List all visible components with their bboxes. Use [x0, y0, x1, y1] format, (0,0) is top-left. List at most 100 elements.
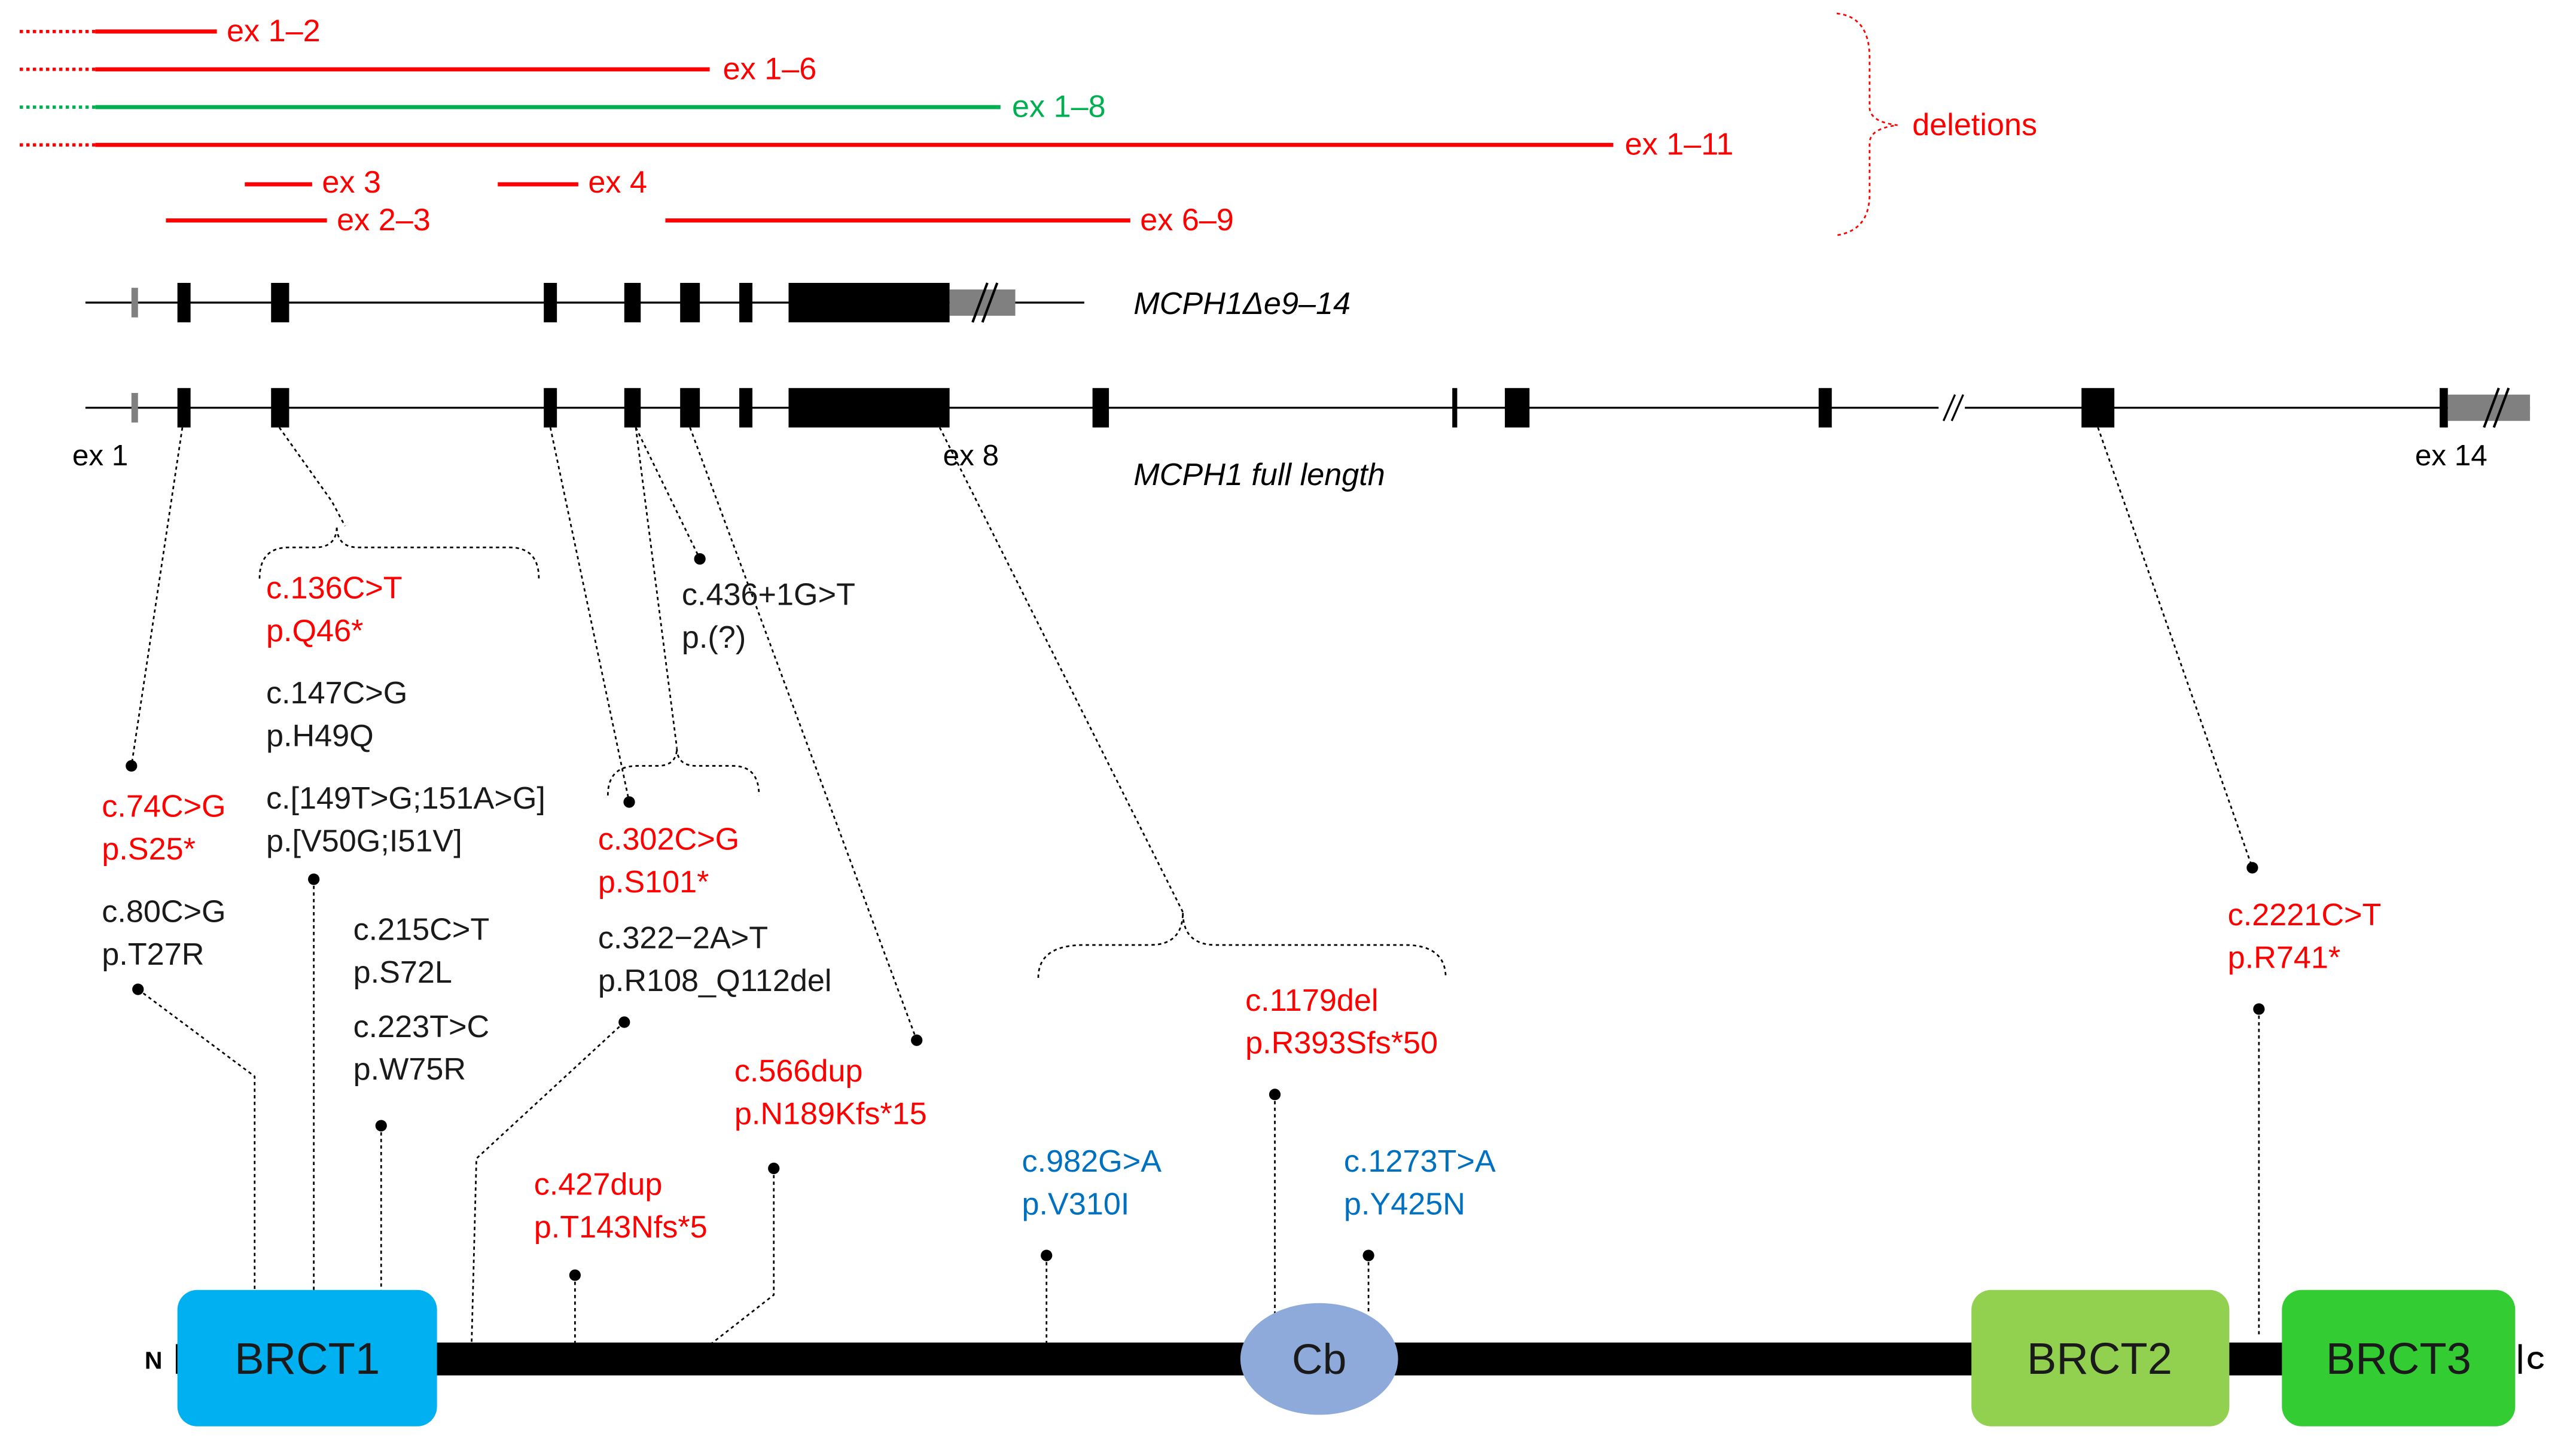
variant-v147-protein: p.H49Q [266, 719, 374, 754]
full-exon-5 [624, 388, 641, 428]
variant-v2221-protein: p.R741* [2228, 940, 2341, 975]
delta-break-mark-2 [981, 282, 999, 323]
variant-v436: c.436+1G>T p.(?) [682, 577, 864, 654]
dot-v566-label [768, 1162, 780, 1175]
variant-v1179: c.1179del p.R393Sfs*50 [1245, 983, 1438, 1060]
deletion-ex1-2-label: ex 1–2 [227, 14, 321, 48]
full-exon-8 [788, 388, 950, 428]
connector-v80-protein [137, 989, 256, 1298]
dot-v982-label [1041, 1249, 1053, 1261]
variant-v322-protein: p.R108_Q112del [598, 964, 832, 998]
domain-brct3-label: BRCT3 [2326, 1334, 2471, 1383]
dot-v1179-label [1269, 1089, 1281, 1101]
full-intron-break-2 [1950, 394, 1964, 422]
variant-v566-protein: p.N189Kfs*15 [734, 1096, 927, 1131]
domain-brct3 [2282, 1290, 2516, 1426]
variant-v223-cdna: c.223T>C [353, 1010, 490, 1044]
variant-v80-protein: p.T27R [102, 937, 204, 972]
connector-v322-protein [470, 1022, 625, 1348]
variant-v149: c.[149T>G;151A>G] p.[V50G;I51V] [266, 781, 554, 858]
variant-v1273-protein: p.Y425N [1344, 1187, 1465, 1221]
deletion-ex3-label: ex 3 [322, 165, 381, 200]
dot-v436 [694, 553, 706, 565]
variant-v322: c.322−2A>T p.R108_Q112del [598, 920, 832, 998]
variant-v302-protein: p.S101* [598, 865, 709, 900]
dot-v149-label [308, 873, 320, 885]
full-exon-3 [271, 388, 289, 428]
dot-v80-label [132, 983, 144, 995]
brace-v1179-group [1037, 912, 1447, 978]
deletions-label: deletions [1912, 108, 2037, 142]
full-end-break-1 [2483, 388, 2500, 428]
variant-v982: c.982G>A p.V310I [1022, 1144, 1170, 1221]
variant-v302-cdna: c.302C>G [598, 822, 739, 857]
full-intron-break-1 [1942, 394, 1956, 422]
delta-exon-4 [544, 282, 557, 322]
variant-v427: c.427dup p.T143Nfs*5 [534, 1167, 708, 1244]
dot-v427-label [569, 1269, 581, 1281]
dot-v2221-label [2253, 1003, 2265, 1015]
dot-v566 [911, 1034, 923, 1046]
variant-v147-cdna: c.147C>G [266, 676, 407, 711]
delta-break-mark-1 [971, 282, 989, 323]
delta-exon-3 [271, 282, 289, 322]
variant-v74: c.74C>G p.S25* [102, 789, 234, 867]
connector-v566-protein [706, 1168, 775, 1348]
dot-v2221 [2246, 862, 2258, 874]
variant-v136-cdna: c.136C>T [266, 571, 403, 605]
variant-v2221: c.2221C>T p.R741* [2228, 898, 2390, 975]
full-transcript-label: MCPH1 full length [1133, 458, 1385, 492]
connector-ex3-brace [278, 426, 346, 527]
full-exon-6 [680, 388, 700, 428]
variant-v136-protein: p.Q46* [266, 614, 363, 648]
variant-v566-cdna: c.566dup [734, 1054, 863, 1089]
domain-brct2-label: BRCT2 [2027, 1334, 2172, 1383]
deletion-ex6-9-label: ex 6–9 [1140, 203, 1234, 237]
full-exon-9 [1092, 388, 1109, 428]
full-exon-11 [1505, 388, 1530, 428]
full-exon-1 [131, 393, 138, 423]
connector-ex5-brace [635, 427, 678, 748]
delta-exon-2 [177, 282, 191, 322]
deletion-ex1-8-label: ex 1–8 [1012, 90, 1106, 124]
c-terminus-label: C [2527, 1347, 2545, 1374]
dot-v322-label [618, 1016, 630, 1028]
variant-v136: c.136C>T p.Q46* [266, 571, 411, 648]
exon-connectors [130, 426, 2254, 1041]
variant-v982-cdna: c.982G>A [1022, 1144, 1162, 1179]
brace-v302-group [606, 748, 760, 795]
dot-v223-label [375, 1120, 387, 1132]
full-exon-4 [544, 388, 557, 428]
n-terminus-label: N [145, 1347, 163, 1374]
protein-schematic: N C BRCT1 Cb BRCT2 BRCT3 [145, 1290, 2545, 1426]
domain-brct1-label: BRCT1 [234, 1334, 380, 1383]
delta-exon-1 [131, 288, 138, 318]
variant-v149-protein: p.[V50G;I51V] [266, 824, 462, 858]
deletion-ex4-label: ex 4 [588, 165, 647, 200]
connector-ex8-v1179 [938, 427, 1184, 913]
dot-v302 [623, 796, 635, 808]
full-exon-12 [1818, 388, 1832, 428]
full-exon-2 [177, 388, 191, 428]
delta-exon-8-cds [788, 282, 950, 322]
variant-v80: c.80C>G p.T27R [102, 894, 234, 971]
variant-v982-protein: p.V310I [1022, 1187, 1130, 1221]
variant-labels: c.74C>G p.S25* c.80C>G p.T27R c.136C>T p… [102, 571, 2390, 1245]
delta-exon-6 [680, 282, 700, 322]
variant-v1179-protein: p.R393Sfs*50 [1245, 1026, 1438, 1060]
variant-v223: c.223T>C p.W75R [353, 1010, 498, 1087]
variant-v215-cdna: c.215C>T [353, 913, 490, 947]
variant-v302: c.302C>G p.S101* [598, 822, 748, 900]
connector-ex2-v74 [130, 427, 184, 766]
full-exon-14-cds [2440, 388, 2448, 428]
protein-connectors [137, 879, 2260, 1348]
deletion-ex1-11-label: ex 1–11 [1625, 127, 1734, 162]
deletions-group: ex 1–2 ex 1–6 ex 1–8 ex 1–11 ex 3 ex 4 e… [19, 13, 2037, 237]
domain-cb-label: Cb [1292, 1336, 1346, 1383]
variant-v1273-cdna: c.1273T>A [1344, 1144, 1496, 1179]
variant-v566: c.566dup p.N189Kfs*15 [734, 1054, 927, 1131]
variant-v427-protein: p.T143Nfs*5 [534, 1210, 708, 1245]
variant-v1273: c.1273T>A p.Y425N [1344, 1144, 1504, 1221]
variant-v223-protein: p.W75R [353, 1052, 466, 1087]
